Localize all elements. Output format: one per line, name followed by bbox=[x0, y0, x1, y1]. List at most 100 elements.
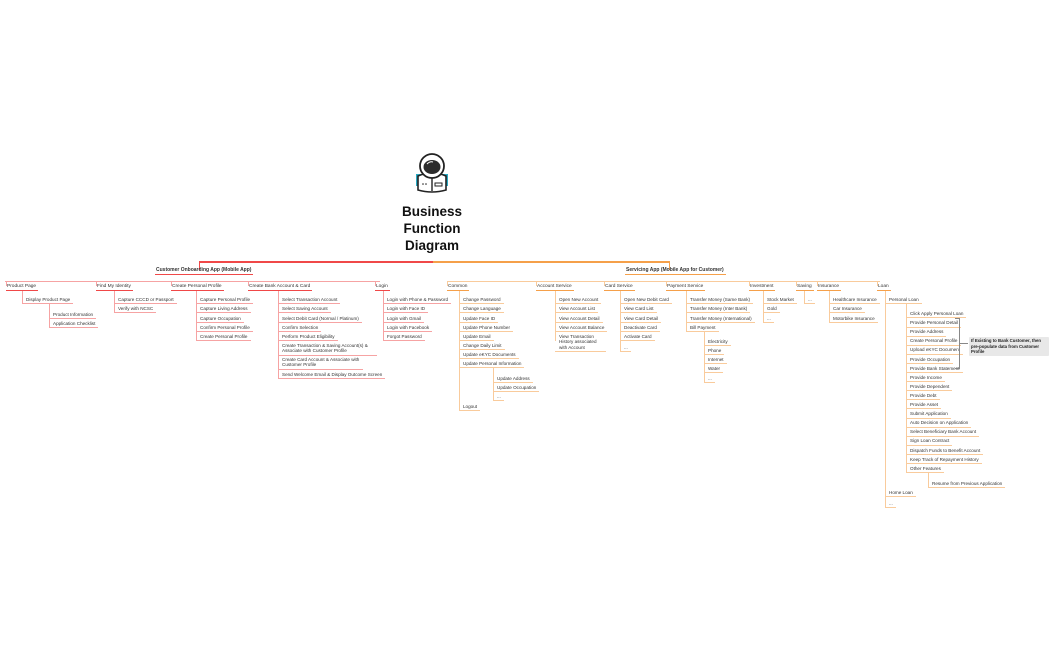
node-item[interactable]: Login with Gmail bbox=[383, 316, 424, 324]
node-item[interactable]: Provide Income bbox=[906, 375, 945, 383]
node-item[interactable]: Home Loan bbox=[885, 490, 916, 498]
node-item[interactable]: Create Personal Profile bbox=[196, 334, 251, 342]
node-item[interactable]: Create Card Account & Associate with Cus… bbox=[278, 357, 363, 370]
branch-header[interactable]: Create Personal Profile bbox=[171, 284, 224, 292]
node-item[interactable]: Capture CCCD or Passport bbox=[114, 297, 177, 305]
branch-header[interactable]: Product Page bbox=[6, 284, 39, 292]
node-item[interactable]: Submit Application bbox=[906, 411, 951, 419]
node-item[interactable]: Provide Bank Statement bbox=[906, 366, 963, 373]
node-item[interactable]: Sign Loan Contract bbox=[906, 438, 953, 446]
node-item[interactable]: Update Address bbox=[493, 376, 533, 384]
node-item[interactable]: Internet bbox=[704, 357, 727, 365]
node-item[interactable]: ... bbox=[804, 297, 815, 305]
node-item[interactable]: Click Apply Personal Loan bbox=[906, 311, 967, 319]
branch-header[interactable]: Account Service bbox=[536, 284, 574, 292]
node-item[interactable]: Electricity bbox=[704, 339, 731, 347]
node-item[interactable]: Login with Facebook bbox=[383, 325, 433, 333]
node-item[interactable]: ... bbox=[763, 316, 774, 324]
node-item[interactable]: Update Email bbox=[459, 334, 494, 342]
node-item[interactable]: Activate Card bbox=[620, 334, 655, 342]
node-item[interactable]: Send Welcome Email & Display Outcome Scr… bbox=[278, 372, 386, 380]
node-item[interactable]: Application Checklist bbox=[49, 321, 99, 329]
node-item[interactable]: Car Insurance bbox=[829, 306, 865, 314]
node-item[interactable]: Select Saving Account bbox=[278, 306, 331, 314]
node-item[interactable]: Provide Asset bbox=[906, 402, 942, 410]
node-item[interactable]: Create Transaction & Saving Account(s) &… bbox=[278, 343, 377, 356]
node-item[interactable]: Personal Loan bbox=[885, 297, 922, 305]
node-item[interactable]: View Card Detail bbox=[620, 316, 662, 324]
node-item[interactable]: View Card List bbox=[620, 306, 657, 314]
node-item[interactable]: Confirm Personal Profile bbox=[196, 325, 253, 333]
node-item[interactable]: Change Password bbox=[459, 297, 504, 305]
branch-header[interactable]: Common bbox=[447, 284, 470, 292]
app-node[interactable]: Servicing App (Mobile App for Customer) bbox=[625, 267, 726, 276]
node-item[interactable]: Update Personal Information bbox=[459, 361, 525, 369]
node-item[interactable]: Capture Living Address bbox=[196, 306, 251, 314]
branch-header[interactable]: Saving bbox=[796, 284, 814, 292]
node-item[interactable]: ... bbox=[704, 376, 715, 384]
node-item[interactable]: Dispatch Funds to Benefit Account bbox=[906, 448, 984, 455]
root-title[interactable]: Business Function Diagram bbox=[401, 204, 463, 253]
node-item[interactable]: Verify with NCSC bbox=[114, 306, 157, 314]
branch-header[interactable]: Investment bbox=[749, 284, 776, 292]
node-item[interactable]: Motorbike Insurance bbox=[829, 316, 878, 324]
node-item[interactable]: Product Information bbox=[49, 312, 97, 320]
node-item[interactable]: Capture Personal Profile bbox=[196, 297, 254, 305]
branch-header[interactable]: Card Service bbox=[604, 284, 635, 292]
node-item[interactable]: ... bbox=[885, 501, 896, 509]
node-item[interactable]: Update Occupation bbox=[493, 385, 540, 393]
node-item[interactable]: Deactivate Card bbox=[620, 325, 660, 333]
node-item[interactable]: Change Language bbox=[459, 306, 504, 314]
node-item[interactable]: Update Face ID bbox=[459, 316, 499, 324]
node-item[interactable]: Perform Product Eligibility bbox=[278, 334, 338, 342]
branch-header[interactable]: Payment Service bbox=[666, 284, 706, 292]
node-item[interactable]: Forgot Password bbox=[383, 334, 425, 342]
node-item[interactable]: Select Transaction Account bbox=[278, 297, 341, 305]
node-item[interactable]: ... bbox=[493, 394, 504, 402]
branch-header[interactable]: Insurance bbox=[817, 284, 842, 292]
node-item[interactable]: Select Debit Card (Normal / Platinum) bbox=[278, 316, 362, 324]
node-item[interactable]: Provide Occupation bbox=[906, 357, 954, 364]
node-item[interactable]: Confirm Selection bbox=[278, 325, 322, 333]
branch-header[interactable]: Find My Identity bbox=[96, 284, 133, 292]
node-item[interactable]: Auto Decision on Application bbox=[906, 420, 972, 428]
node-item[interactable]: ... bbox=[620, 345, 631, 353]
node-item[interactable]: Healthcare Insurance bbox=[829, 297, 880, 305]
node-item[interactable]: Change Daily Limit bbox=[459, 343, 505, 351]
node-item[interactable]: Open New Debit Card bbox=[620, 297, 672, 305]
node-item[interactable]: Logout bbox=[459, 404, 481, 412]
node-item[interactable]: Open New Account bbox=[555, 297, 602, 305]
node-item[interactable]: Upload eKYC Document bbox=[906, 347, 964, 355]
node-item[interactable]: Transfer Money (Same Bank) bbox=[686, 297, 754, 305]
node-item[interactable]: Water bbox=[704, 366, 724, 374]
node-item[interactable]: Provide Address bbox=[906, 329, 947, 337]
node-item[interactable]: Provide Debt bbox=[906, 393, 940, 401]
node-item[interactable]: Update eKYC Documents bbox=[459, 352, 519, 360]
node-item[interactable]: Phone bbox=[704, 348, 725, 356]
node-item[interactable]: Transfer Money (Inter Bank) bbox=[686, 306, 751, 314]
node-item[interactable]: Other Features bbox=[906, 466, 944, 474]
branch-header[interactable]: Login bbox=[375, 284, 390, 292]
node-item[interactable]: Capture Occupation bbox=[196, 316, 244, 324]
node-item[interactable]: View Account Detail bbox=[555, 316, 603, 324]
node-item[interactable]: Resume from Previous Application bbox=[928, 481, 1006, 489]
node-item[interactable]: Select Beneficiary Bank Account bbox=[906, 429, 980, 437]
branch-header[interactable]: Create Bank Account & Card bbox=[248, 284, 313, 292]
node-item[interactable]: Keep Track of Repayment History bbox=[906, 457, 982, 464]
annotation-note[interactable]: If Existing to Bank Customer, then pre-p… bbox=[969, 337, 1049, 356]
branch-header[interactable]: Loan bbox=[877, 284, 891, 292]
node-item[interactable]: Provide Dependent bbox=[906, 384, 953, 392]
node-item[interactable]: View Account Balance bbox=[555, 325, 608, 333]
node-item[interactable]: View Account List bbox=[555, 306, 598, 314]
node-item[interactable]: Transfer Money (International) bbox=[686, 316, 755, 324]
node-item[interactable]: Login with Phone & Password bbox=[383, 297, 452, 305]
node-item[interactable]: Bill Payment bbox=[686, 325, 719, 333]
node-item[interactable]: Stock Market bbox=[763, 297, 797, 305]
node-item[interactable]: Provide Personal Detail bbox=[906, 320, 962, 328]
node-item[interactable]: Login with Face ID bbox=[383, 306, 429, 314]
node-item[interactable]: View Transaction History associated with… bbox=[555, 334, 606, 353]
node-item[interactable]: Display Product Page bbox=[22, 297, 74, 305]
node-item[interactable]: Create Personal Profile bbox=[906, 338, 961, 346]
app-node[interactable]: Customer Onboarding App (Mobile App) bbox=[155, 267, 254, 276]
node-item[interactable]: Gold bbox=[763, 306, 780, 314]
